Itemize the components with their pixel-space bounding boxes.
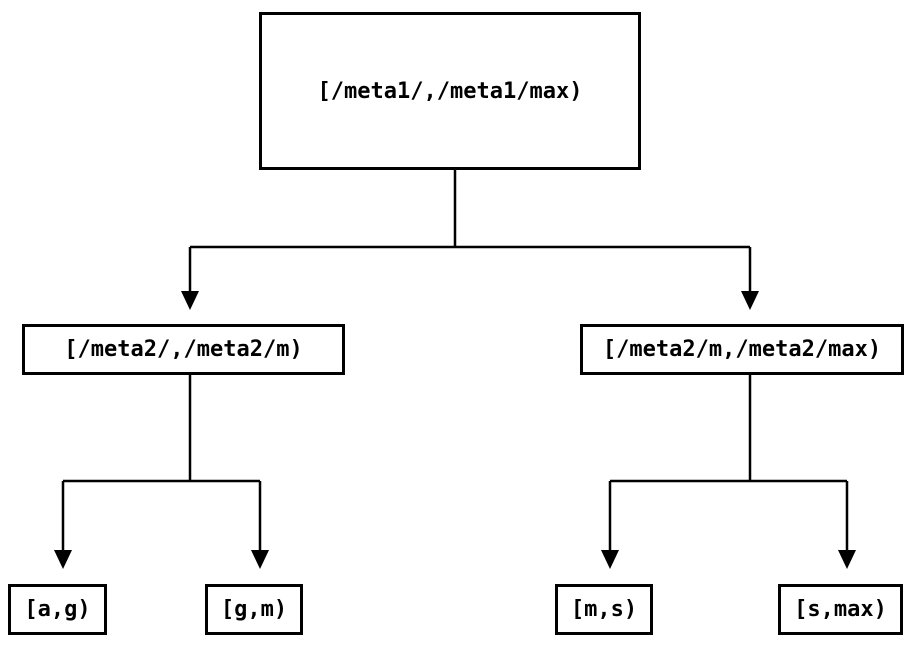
node-mid-left-label: [/meta2/,/meta2/m) (64, 337, 303, 362)
edge-mid-left-to-leaves (54, 375, 269, 569)
node-leaf-smax: [s,max) (778, 584, 903, 635)
arrowhead-down-icon (741, 291, 759, 310)
arrowhead-down-icon (601, 550, 619, 569)
node-leaf-ag: [a,g) (8, 584, 107, 635)
arrowhead-down-icon (181, 291, 199, 310)
arrowhead-down-icon (251, 550, 269, 569)
node-leaf-gm: [g,m) (205, 584, 303, 635)
node-root-label: [/meta1/,/meta1/max) (317, 78, 583, 104)
node-leaf-gm-label: [g,m) (220, 597, 288, 622)
arrowhead-down-icon (54, 550, 72, 569)
arrowhead-down-icon (838, 550, 856, 569)
edge-root-to-children (181, 170, 759, 310)
node-leaf-ag-label: [a,g) (24, 597, 91, 622)
node-mid-left: [/meta2/,/meta2/m) (22, 324, 345, 375)
node-mid-right: [/meta2/m,/meta2/max) (580, 324, 904, 375)
node-leaf-smax-label: [s,max) (794, 597, 887, 622)
node-leaf-ms-label: [m,s) (570, 597, 638, 622)
node-leaf-ms: [m,s) (555, 584, 653, 635)
edge-mid-right-to-leaves (601, 375, 856, 569)
node-root: [/meta1/,/meta1/max) (259, 12, 641, 170)
node-mid-right-label: [/meta2/m,/meta2/max) (602, 337, 882, 362)
